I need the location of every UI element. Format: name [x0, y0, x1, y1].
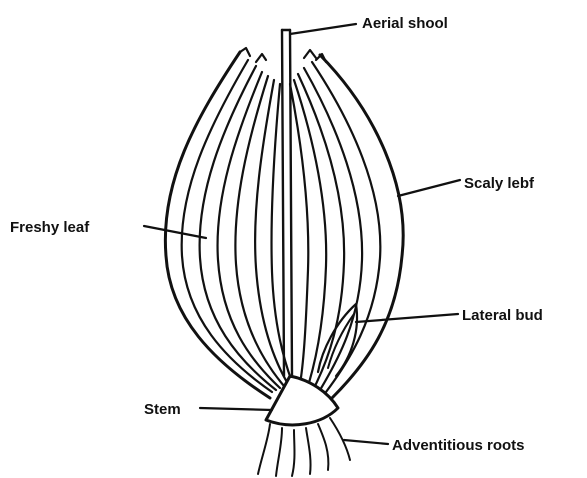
- stem-disc: [266, 376, 338, 425]
- label-scaly-leaf: Scaly lebf: [464, 175, 535, 192]
- pointer-lateral-bud: [356, 314, 458, 322]
- pointer-stem: [200, 408, 272, 410]
- pointer-fleshy-leaf: [144, 226, 206, 238]
- adventitious-roots: [258, 418, 350, 476]
- label-aerial-shoot: Aerial shool: [362, 15, 448, 32]
- label-stem: Stem: [144, 401, 181, 418]
- pointer-aerial-shoot: [290, 24, 356, 34]
- label-adventitious-roots: Adventitious roots: [392, 437, 525, 454]
- aerial-shoot: [282, 30, 292, 376]
- label-lateral-bud: Lateral bud: [462, 307, 543, 324]
- fleshy-leaves: [182, 60, 381, 392]
- pointer-scaly-leaf: [398, 180, 460, 196]
- label-fleshy-leaf: Freshy leaf: [10, 219, 90, 236]
- pointer-adventitious-roots: [344, 440, 388, 444]
